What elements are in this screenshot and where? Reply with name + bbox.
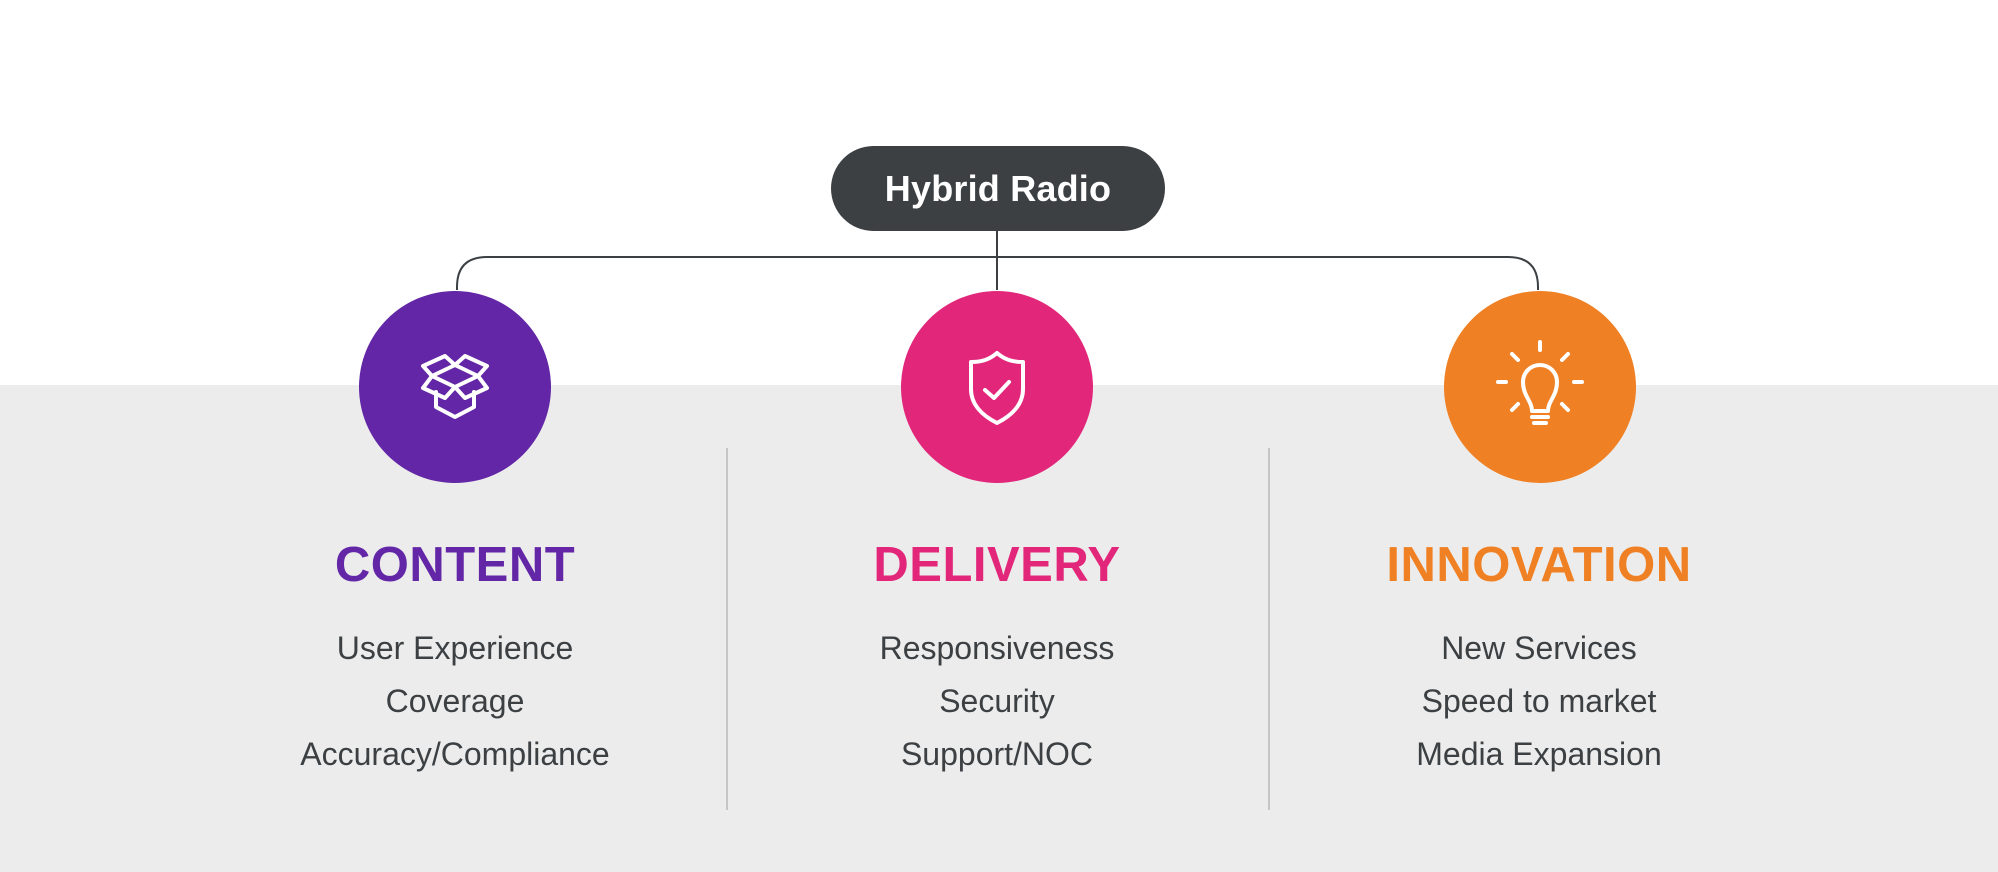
- lightbulb-icon: [1496, 340, 1584, 425]
- delivery-heading: DELIVERY: [873, 538, 1121, 592]
- delivery-icon-circle: [901, 291, 1093, 483]
- column-divider-left: [726, 448, 728, 810]
- root-node-label: Hybrid Radio: [884, 167, 1112, 209]
- root-node-hybrid-radio: Hybrid Radio: [831, 146, 1165, 231]
- innovation-icon-circle: [1444, 291, 1636, 483]
- list-item: Media Expansion: [1416, 736, 1662, 772]
- shield-check-icon: [969, 351, 1025, 425]
- content-items: User Experience Coverage Accuracy/Compli…: [205, 622, 705, 781]
- content-heading: CONTENT: [334, 538, 576, 592]
- innovation-items: New Services Speed to market Media Expan…: [1289, 622, 1789, 781]
- innovation-column: INNOVATION New Services Speed to market …: [1289, 530, 1789, 781]
- delivery-items: Responsiveness Security Support/NOC: [747, 622, 1247, 781]
- list-item: Accuracy/Compliance: [300, 736, 610, 772]
- open-box-icon: [421, 354, 489, 419]
- list-item: Coverage: [385, 683, 525, 719]
- content-column: CONTENT User Experience Coverage Accurac…: [205, 530, 705, 781]
- content-icon-circle: [359, 291, 551, 483]
- delivery-column: DELIVERY Responsiveness Security Support…: [747, 530, 1247, 781]
- list-item: User Experience: [336, 630, 574, 666]
- list-item: Speed to market: [1421, 683, 1657, 719]
- column-divider-right: [1268, 448, 1270, 810]
- list-item: Security: [939, 683, 1055, 719]
- list-item: Responsiveness: [879, 630, 1115, 666]
- list-item: New Services: [1441, 630, 1637, 666]
- list-item: Support/NOC: [900, 736, 1094, 772]
- innovation-heading: INNOVATION: [1386, 538, 1692, 592]
